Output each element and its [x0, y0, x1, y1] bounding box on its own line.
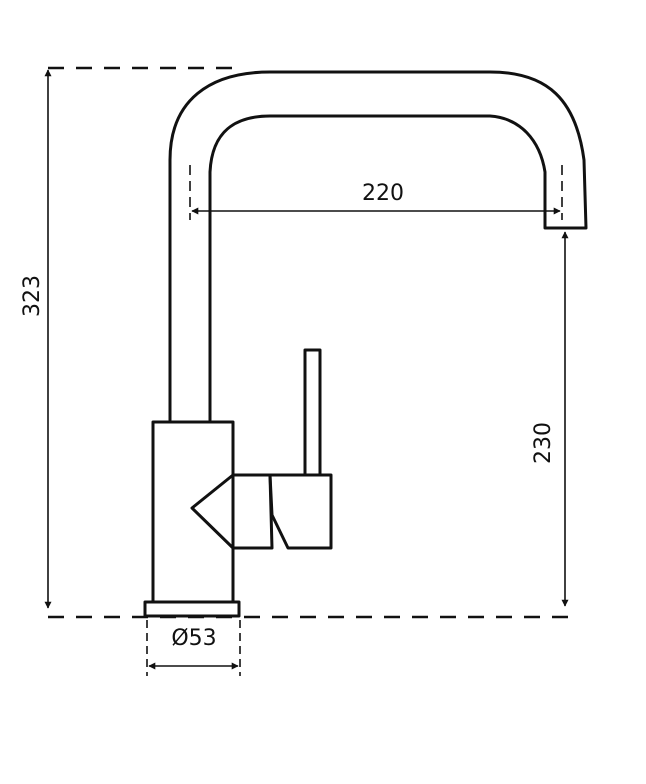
- diameter-label: Ø53: [171, 626, 216, 651]
- lever-block: [268, 473, 333, 550]
- total-height-label: 323: [20, 275, 45, 317]
- spout-height-label: 230: [531, 422, 556, 464]
- dimension-reach: 220: [189, 165, 563, 220]
- dimension-base-diameter: Ø53: [146, 620, 241, 676]
- faucet-body: [151, 420, 235, 604]
- spout: [168, 70, 588, 422]
- faucet-outline: [143, 70, 588, 618]
- valve-housing: [190, 473, 235, 550]
- base-plate: [143, 600, 241, 618]
- dimension-total-height: 323: [20, 69, 52, 609]
- dimension-spout-height: 230: [531, 231, 569, 607]
- lever-handle: [303, 348, 322, 477]
- valve-connector: [231, 473, 274, 550]
- reach-label: 220: [362, 181, 404, 206]
